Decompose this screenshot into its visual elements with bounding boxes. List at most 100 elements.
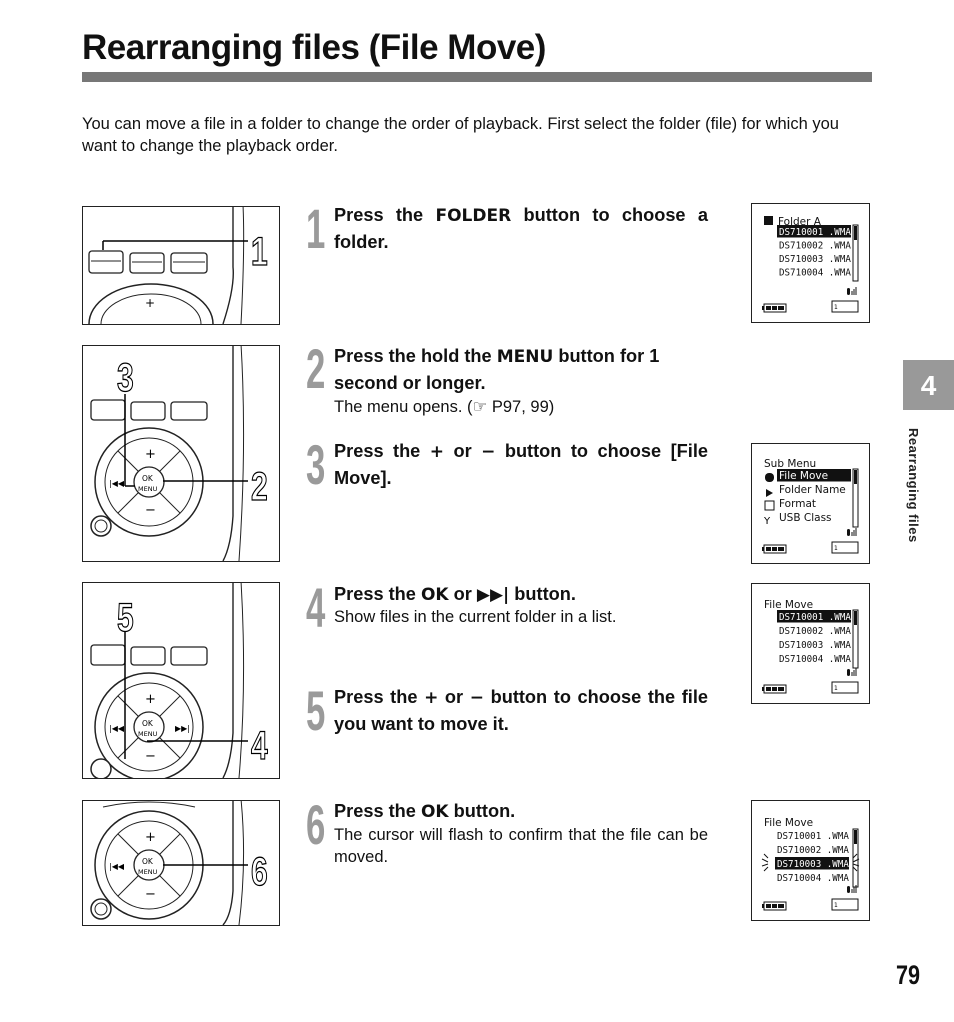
lcd-list-item: DS710001 .WMA: [777, 831, 849, 842]
svg-text:+: +: [145, 447, 156, 462]
svg-text:OK: OK: [142, 474, 154, 483]
step-5-heading: Press the + or − button to choose the fi…: [334, 687, 708, 734]
device-figure-4: OK MENU + − |◀◀ 6: [82, 800, 280, 926]
lcd-list-item: DS710002 .WMA: [779, 240, 851, 251]
svg-text:MENU: MENU: [138, 485, 158, 493]
lcd-list-item: Folder Name: [779, 484, 846, 496]
step-1-heading: Press the FOLDER button to choose a fold…: [334, 205, 708, 252]
battery-icon: [762, 684, 787, 694]
device-figure-2: OK MENU + − |◀◀ 3 2: [82, 345, 280, 562]
device-illustration: OK MENU + − |◀◀ ▶▶| 5 4: [90, 583, 269, 778]
step-number-3: 3: [306, 433, 326, 496]
device-figure-1: + 1: [82, 206, 280, 325]
flash-indicator: [761, 853, 860, 872]
callout-4: 4: [251, 724, 268, 768]
svg-text:|◀◀: |◀◀: [109, 479, 125, 488]
step-3-heading: Press the + or − button to choose [File …: [334, 441, 708, 488]
lcd-screen-4: File Move DS710001 .WMA DS710002 .WMA DS71…: [751, 800, 870, 921]
svg-text:▶▶|: ▶▶|: [175, 724, 190, 733]
lcd-list-item: DS710004 .WMA: [777, 873, 849, 884]
play-icon: [766, 489, 773, 497]
lcd-selection-highlight: [777, 610, 851, 623]
svg-text:MENU: MENU: [138, 730, 158, 738]
step-6-heading: Press the OK button.: [334, 801, 516, 822]
lcd-selection-highlight: [777, 469, 851, 482]
folder-icon: [764, 216, 773, 225]
lcd-footer-value: 1: [834, 304, 838, 311]
step-4-note: Show files in the current folder in a li…: [334, 608, 617, 626]
list-icon: [764, 500, 775, 511]
page-title: Rearranging files (File Move): [82, 28, 546, 67]
lcd-scrollbar: [852, 224, 859, 282]
record-icon: [765, 473, 774, 482]
callout-1: 1: [251, 230, 268, 274]
lcd-header: Sub Menu: [764, 458, 816, 470]
menu-key-label: MENU: [496, 347, 554, 367]
step-number-5: 5: [306, 679, 326, 742]
step-number-2: 2: [306, 337, 326, 400]
mic-sensitivity-icon: [847, 885, 857, 893]
lcd-footer-value: 1: [834, 685, 838, 692]
lcd-footer-box: [831, 541, 859, 554]
step-2-heading: Press the hold the MENU button for 1 sec…: [334, 346, 660, 393]
battery-icon: [762, 544, 787, 554]
device-illustration: + 1: [88, 207, 268, 324]
svg-text:−: −: [145, 503, 156, 518]
lcd-footer-value: 1: [834, 902, 838, 909]
lcd-selection-highlight: [777, 225, 851, 238]
lcd-footer-box: [831, 681, 859, 694]
callout-2: 2: [251, 465, 268, 509]
battery-icon: [762, 303, 787, 313]
svg-text:OK: OK: [142, 857, 154, 866]
lcd-footer-value: 1: [834, 545, 838, 552]
svg-text:−: −: [145, 749, 156, 764]
device-figure-3: OK MENU + − |◀◀ ▶▶| 5 4: [82, 582, 280, 779]
folder-button: [88, 250, 124, 274]
lcd-list-item: DS710004 .WMA: [779, 654, 851, 665]
lcd-footer-box: [831, 898, 859, 911]
lcd-list-item: DS710003 .WMA: [779, 254, 851, 265]
lcd-list-item: DS710003 .WMA: [779, 640, 851, 651]
lcd-list-item: DS710002 .WMA: [777, 845, 849, 856]
lcd-list-item: DS710003 .WMA: [777, 859, 849, 870]
svg-text:OK: OK: [142, 719, 154, 728]
tool-icon: Y: [763, 516, 771, 527]
step-6-note: The cursor will flash to confirm that th…: [334, 826, 708, 866]
battery-icon: [762, 901, 787, 911]
ok-menu-button: [133, 466, 165, 498]
step-number-1: 1: [306, 197, 326, 260]
lcd-list-item: DS710004 .WMA: [779, 267, 851, 278]
step-4-heading: Press the OK or ▶▶| button.: [334, 584, 576, 605]
ok-key-label: OK: [420, 585, 449, 605]
callout-3: 3: [117, 356, 134, 400]
svg-text:|◀◀: |◀◀: [109, 724, 125, 733]
step-2-note: The menu opens. (☞ P97, 99): [334, 398, 555, 416]
svg-text:+: +: [145, 296, 155, 310]
intro-paragraph: You can move a file in a folder to chang…: [82, 115, 839, 155]
svg-text:−: −: [145, 887, 156, 902]
chapter-tab: 4: [903, 360, 954, 410]
step-number-4: 4: [306, 576, 326, 639]
svg-text:MENU: MENU: [138, 868, 158, 876]
lcd-header: File Move: [764, 817, 813, 829]
lcd-list-item: USB Class: [779, 512, 832, 524]
lcd-scrollbar: [852, 468, 859, 528]
mic-sensitivity-icon: [847, 668, 857, 676]
callout-5: 5: [117, 596, 134, 640]
lcd-footer-box: [831, 300, 859, 313]
lcd-list-item: DS710002 .WMA: [779, 626, 851, 637]
page-number: 79: [896, 960, 921, 990]
lcd-list-item: File Move: [779, 470, 828, 482]
mic-sensitivity-icon: [847, 528, 857, 536]
next-key-label: ▶▶|: [476, 585, 510, 605]
svg-text:+: +: [145, 692, 156, 707]
step-number-6: 6: [306, 793, 326, 856]
lcd-list-item: DS710001 .WMA: [779, 227, 851, 238]
title-rule: [82, 72, 872, 82]
lcd-list-item: DS710001 .WMA: [779, 612, 851, 623]
device-illustration: OK MENU + − |◀◀ 6: [90, 801, 268, 925]
callout-6: 6: [251, 850, 268, 894]
